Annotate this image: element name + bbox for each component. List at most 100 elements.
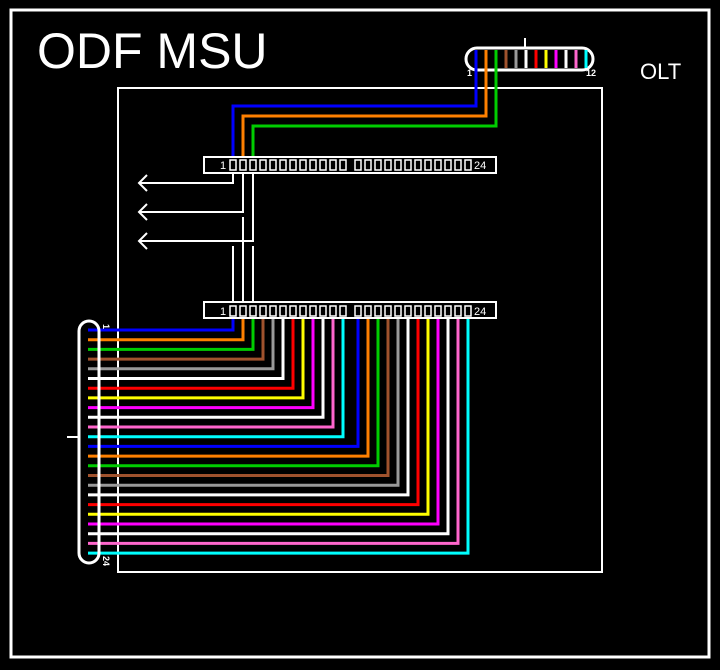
patch-fiber-20 xyxy=(88,316,430,516)
bottom-to-cable-fibers xyxy=(88,316,470,555)
top-panel-first-label: 1 xyxy=(220,160,226,172)
patch-fiber-21 xyxy=(88,316,440,526)
top-panel-last-label: 24 xyxy=(474,160,486,172)
top-panel-port-5 xyxy=(269,159,277,171)
olt-connector-last-label: 12 xyxy=(586,68,596,78)
top-panel-port-8 xyxy=(299,159,307,171)
patch-fiber-14 xyxy=(88,316,370,458)
bottom-patch-panel: 1 24 xyxy=(203,301,497,319)
top-panel-port-7 xyxy=(289,159,297,171)
patch-fiber-10 xyxy=(88,316,325,419)
top-panel-port-2 xyxy=(239,159,247,171)
bottom-panel-port-13 xyxy=(354,305,362,317)
top-panel-port-1 xyxy=(229,159,237,171)
bottom-panel-port-18 xyxy=(404,305,412,317)
top-panel-frame xyxy=(203,156,497,174)
top-panel-port-17 xyxy=(394,159,402,171)
patch-fiber-9 xyxy=(88,316,315,410)
patch-fiber-8 xyxy=(88,316,305,400)
bottom-panel-port-7 xyxy=(289,305,297,317)
patch-fiber-2 xyxy=(88,316,245,342)
olt-connector-first-label: 1 xyxy=(467,68,472,78)
bottom-panel-port-17 xyxy=(394,305,402,317)
bottom-panel-port-2 xyxy=(239,305,247,317)
bottom-panel-port-6 xyxy=(279,305,287,317)
olt-feed-fiber-1 xyxy=(231,68,478,168)
olt-label: OLT xyxy=(640,59,681,84)
bottom-panel-port-5 xyxy=(269,305,277,317)
bottom-panel-port-15 xyxy=(374,305,382,317)
outer-frame xyxy=(9,8,711,659)
diagram-title: ODF MSU xyxy=(37,23,268,79)
patch-fiber-19 xyxy=(88,316,420,507)
top-panel-port-9 xyxy=(309,159,317,171)
top-panel-ports xyxy=(229,159,472,171)
patch-fiber-16 xyxy=(88,316,390,477)
patch-fiber-13 xyxy=(88,316,360,448)
top-panel-port-6 xyxy=(279,159,287,171)
bottom-panel-port-19 xyxy=(414,305,422,317)
bottom-panel-port-11 xyxy=(329,305,337,317)
bottom-panel-port-21 xyxy=(434,305,442,317)
patch-fiber-6 xyxy=(88,316,285,380)
olt-connector: 1 12 xyxy=(464,38,596,78)
bottom-panel-port-24 xyxy=(464,305,472,317)
top-panel-port-20 xyxy=(424,159,432,171)
left-cable-first-label: 1 xyxy=(101,324,111,329)
bottom-panel-ports xyxy=(229,305,472,317)
drop-lines xyxy=(137,170,254,306)
patch-fiber-1 xyxy=(88,316,235,332)
panel-jumpers xyxy=(232,217,254,306)
bottom-panel-port-4 xyxy=(259,305,267,317)
top-panel-port-16 xyxy=(384,159,392,171)
top-panel-port-19 xyxy=(414,159,422,171)
top-panel-port-23 xyxy=(454,159,462,171)
top-panel-port-22 xyxy=(444,159,452,171)
patch-fiber-15 xyxy=(88,316,380,468)
bottom-panel-port-3 xyxy=(249,305,257,317)
bottom-panel-port-8 xyxy=(299,305,307,317)
patch-fiber-4 xyxy=(88,316,265,361)
top-panel-port-4 xyxy=(259,159,267,171)
top-panel-port-11 xyxy=(329,159,337,171)
patch-fiber-5 xyxy=(88,316,275,371)
patch-fiber-3 xyxy=(88,316,255,351)
top-panel-port-18 xyxy=(404,159,412,171)
bottom-panel-port-23 xyxy=(454,305,462,317)
bottom-panel-port-20 xyxy=(424,305,432,317)
patch-fiber-22 xyxy=(88,316,450,536)
top-panel-port-10 xyxy=(319,159,327,171)
drop-arrow-3 xyxy=(137,170,254,250)
left-cable-connector: 1 24 xyxy=(67,319,111,566)
patch-fiber-12 xyxy=(88,316,345,439)
drop-arrow-2 xyxy=(137,170,244,221)
top-panel-port-24 xyxy=(464,159,472,171)
bottom-panel-last-label: 24 xyxy=(474,306,486,318)
olt-feed-fiber-3 xyxy=(251,68,498,168)
olt-feed-fibers xyxy=(231,68,498,168)
bottom-panel-port-14 xyxy=(364,305,372,317)
patch-fiber-23 xyxy=(88,316,460,545)
top-panel-port-21 xyxy=(434,159,442,171)
bottom-panel-port-12 xyxy=(339,305,347,317)
bottom-panel-port-16 xyxy=(384,305,392,317)
bottom-panel-first-label: 1 xyxy=(220,306,226,318)
top-patch-panel: 1 24 xyxy=(203,156,497,174)
bottom-panel-port-1 xyxy=(229,305,237,317)
drop-arrow-1 xyxy=(137,170,234,192)
olt-feed-fiber-2 xyxy=(241,68,488,168)
top-panel-port-12 xyxy=(339,159,347,171)
patch-fiber-7 xyxy=(88,316,295,390)
top-panel-port-13 xyxy=(354,159,362,171)
bottom-panel-port-10 xyxy=(319,305,327,317)
olt-connector-body xyxy=(464,46,595,72)
top-panel-port-3 xyxy=(249,159,257,171)
left-cable-body xyxy=(77,319,101,565)
patch-fiber-18 xyxy=(88,316,410,497)
bottom-panel-port-22 xyxy=(444,305,452,317)
patch-fiber-11 xyxy=(88,316,335,429)
olt-fiber-stubs xyxy=(474,50,588,68)
top-panel-port-15 xyxy=(374,159,382,171)
bottom-panel-port-9 xyxy=(309,305,317,317)
bottom-panel-frame xyxy=(203,301,497,319)
